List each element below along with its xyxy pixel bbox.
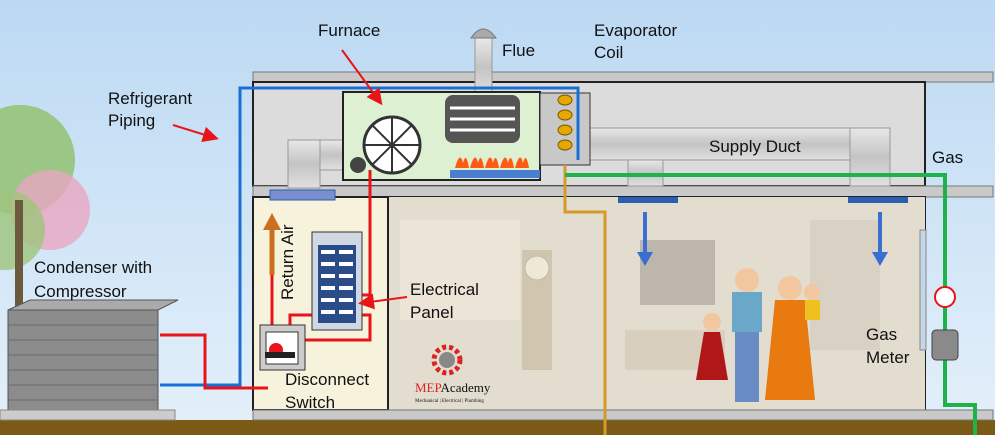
label-condenser-line1: Condenser with bbox=[34, 258, 152, 277]
refrigerant-piping-line bbox=[160, 86, 580, 387]
logo-text-mep: MEP bbox=[415, 380, 442, 395]
label-disconnect-switch-line2: Switch bbox=[285, 393, 335, 412]
svg-text:MEPAcademy: MEPAcademy bbox=[415, 380, 491, 395]
condensate-line bbox=[563, 165, 607, 435]
tree bbox=[0, 105, 90, 310]
condenser-unit bbox=[0, 299, 179, 421]
evaporator-coil bbox=[539, 92, 591, 166]
label-refrigerant-piping-line2: Piping bbox=[108, 111, 155, 130]
label-return-air: Return Air bbox=[278, 224, 297, 300]
label-gas: Gas bbox=[932, 148, 963, 167]
annotation-arrows bbox=[172, 49, 408, 310]
label-evaporator-coil-line2: Coil bbox=[594, 43, 623, 62]
gas-line bbox=[565, 173, 977, 435]
family-illustration bbox=[696, 268, 820, 402]
label-electrical-panel-line1: Electrical bbox=[410, 280, 479, 299]
logo-tagline: Mechanical | Electrical | Plumbing bbox=[415, 399, 484, 404]
logo-text-academy: Academy bbox=[441, 380, 491, 395]
label-gas-meter-line1: Gas bbox=[866, 325, 897, 344]
return-airflow-arrow bbox=[263, 213, 281, 275]
furnace bbox=[342, 91, 541, 181]
flue-pipe bbox=[470, 28, 497, 97]
label-supply-duct: Supply Duct bbox=[709, 137, 801, 156]
ground bbox=[0, 420, 995, 435]
return-duct bbox=[287, 139, 346, 189]
label-electrical-panel-line2: Panel bbox=[410, 303, 453, 322]
label-flue: Flue bbox=[502, 41, 535, 60]
label-gas-meter-line2: Meter bbox=[866, 348, 910, 367]
supply-airflow-arrows bbox=[637, 212, 888, 266]
label-disconnect-switch-line1: Disconnect bbox=[285, 370, 369, 389]
label-condenser-line2: Compressor bbox=[34, 282, 127, 301]
label-refrigerant-piping-line1: Refrigerant bbox=[108, 89, 192, 108]
mepacademy-logo: MEPAcademy Mechanical | Electrical | Plu… bbox=[415, 344, 491, 404]
electrical-panel bbox=[311, 231, 363, 331]
gas-meter bbox=[931, 286, 959, 361]
disconnect-switch bbox=[259, 324, 306, 371]
label-furnace: Furnace bbox=[318, 21, 380, 40]
label-evaporator-coil-line1: Evaporator bbox=[594, 21, 677, 40]
